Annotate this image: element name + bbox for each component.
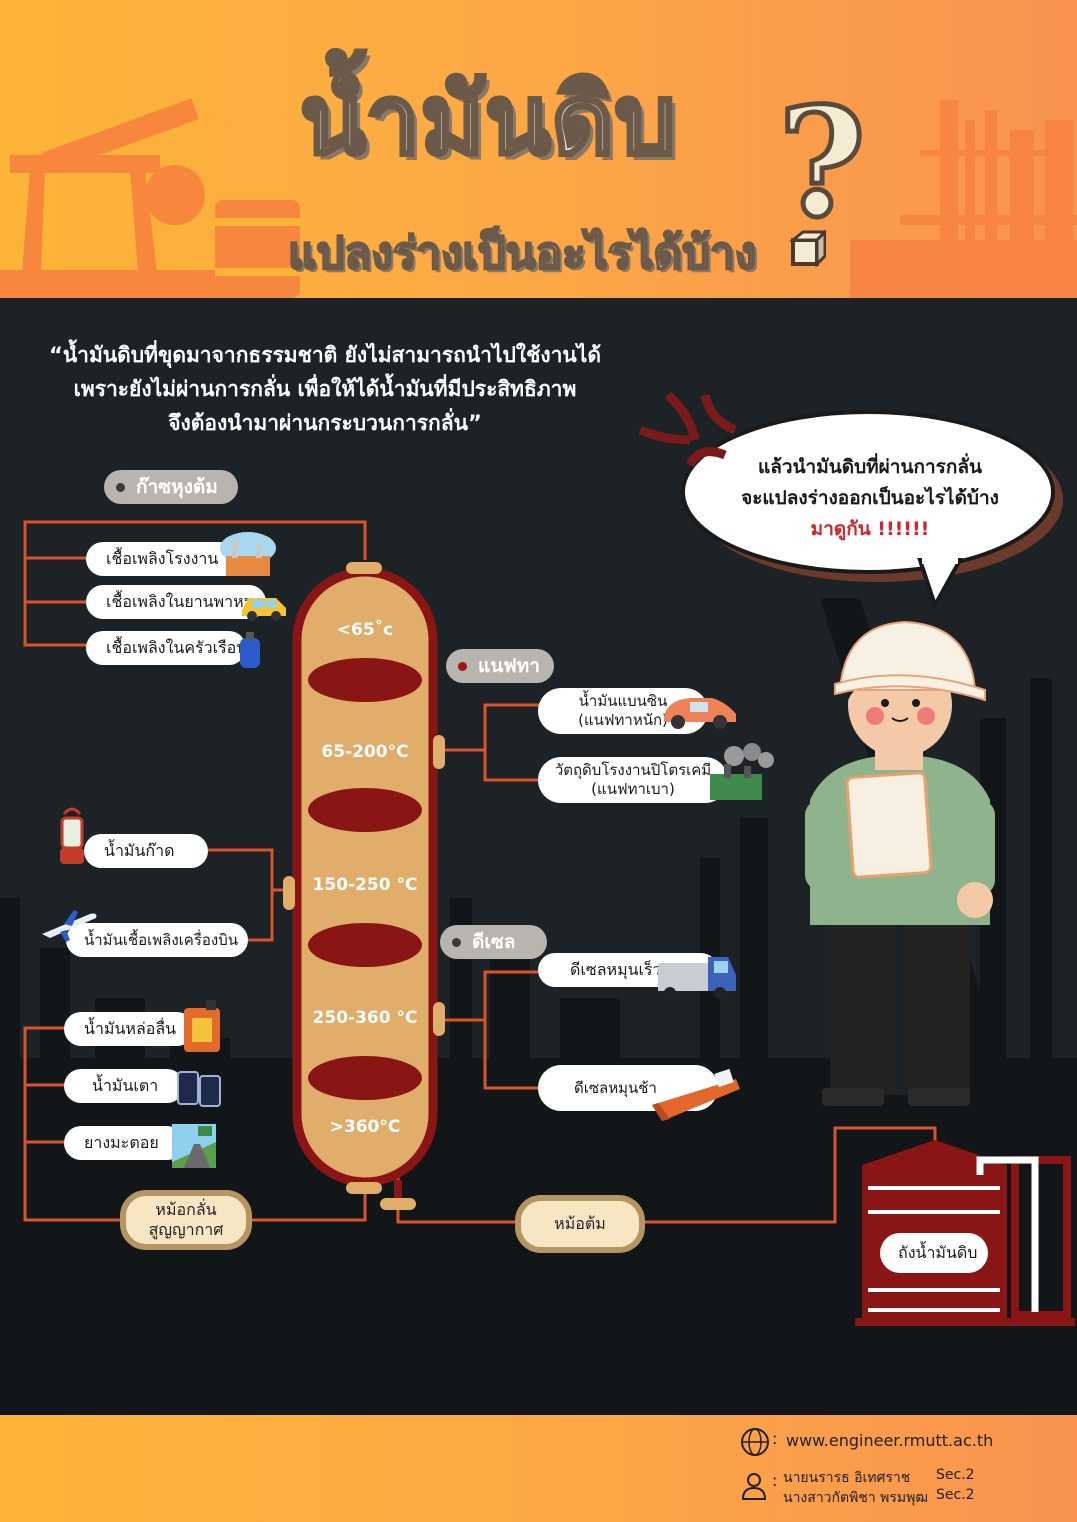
website-link[interactable]: www.engineer.rmutt.ac.th — [786, 1431, 994, 1450]
author-sec-2: Sec.2 — [936, 1487, 975, 1503]
product-petrochemical-line1: วัตถุดิบโรงงานปิโตรเคมี — [554, 761, 712, 779]
bullet-icon — [116, 483, 125, 492]
product-petrochemical-feedstock: วัตถุดิบโรงงานปิโตรเคมี (แนฟทาเบา) — [538, 757, 728, 803]
distillation-column — [283, 562, 445, 1210]
product-kerosene: น้ำมันก๊าด — [84, 834, 208, 868]
quote-line-2: เพราะยังไม่ผ่านการกลั่น เพื่อให้ได้น้ำมั… — [73, 377, 577, 401]
truck-icon — [658, 957, 736, 999]
engineer-character — [805, 620, 995, 1106]
group-label-text: ดีเซล — [472, 931, 516, 953]
sedan-icon — [664, 698, 736, 729]
product-lubricating-oil: น้ำมันหล่อลื่น — [64, 1012, 194, 1046]
globe-icon — [741, 1428, 769, 1456]
oil-industry-silhouette — [0, 98, 1077, 298]
car-icon — [242, 598, 286, 621]
quote-line-1: “น้ำมันดิบที่ขุดมาจากธรรมชาติ ยังไม่สามา… — [49, 343, 601, 367]
author-name-1: นายนรารธ อิเทศราช — [783, 1470, 911, 1486]
product-benzine-line2: (แนฟทาหนัก) — [578, 711, 668, 729]
temp-label-1: <65˚c — [336, 620, 394, 640]
cargo-ship-icon — [652, 1068, 740, 1121]
page-subtitle: แปลงร่างเป็นอะไรได้บ้าง — [287, 227, 757, 280]
question-mark: ? — [776, 75, 869, 251]
product-fuel-oil: น้ำมันเตา — [64, 1069, 184, 1103]
group-label-naphtha: แนฟทา — [446, 649, 554, 683]
group-label-text: ก๊าซหุงต้ม — [136, 476, 218, 498]
speech-line-3: มาดูกัน !!!!!! — [810, 518, 930, 540]
intro-quote: “น้ำมันดิบที่ขุดมาจากธรรมชาติ ยังไม่สามา… — [20, 338, 630, 440]
author-name-2: นางสาวกัตพิชา พรมพุฒ — [783, 1490, 928, 1506]
author-sec-1: Sec.2 — [936, 1467, 975, 1483]
petrochemical-plant-icon — [710, 743, 774, 800]
vacuum-still: หม้อกลั่น สูญญากาศ — [120, 1190, 252, 1250]
group-label-lpg: ก๊าซหุงต้ม — [104, 470, 238, 504]
lantern-icon — [60, 807, 84, 864]
quote-line-3: จึงต้องนำมาผ่านกระบวนการกลั่น” — [168, 411, 482, 435]
temp-label-3: 150-250 °C — [312, 875, 418, 895]
vacuum-still-line1: หม้อกลั่น — [155, 1200, 217, 1219]
colon-glyph: : — [772, 1429, 778, 1448]
speech-bubble — [681, 410, 1063, 610]
oil-can-icon — [184, 1000, 220, 1052]
factory-icon — [220, 532, 276, 576]
road-icon — [172, 1124, 216, 1168]
group-label-text: แนฟทา — [478, 655, 540, 677]
bullet-icon — [452, 938, 461, 947]
temp-label-4: 250-360 °C — [312, 1008, 418, 1028]
airplane-icon — [42, 910, 97, 942]
temp-label-2: 65-200°C — [321, 742, 409, 762]
product-household-fuel: เชื้อเพลิงในครัวเรือน — [86, 631, 247, 665]
anger-mark-icon — [638, 391, 737, 468]
gas-cylinder-icon — [240, 632, 260, 668]
speech-line-1: แล้วนำมันดิบที่ผ่านการกลั่น — [758, 456, 982, 478]
page-title: น้ำมันดิบ — [298, 62, 678, 178]
speech-line-2: จะแปลงร่างออกเป็นอะไรได้บ้าง — [741, 487, 999, 509]
crude-oil-tank-label: ถังน้ำมันดิบ — [880, 1233, 988, 1273]
product-vehicle-fuel: เชื้อเพลิงในยานพาหนะ — [86, 585, 266, 619]
product-petrochemical-line2: (แนฟทาเบา) — [591, 780, 675, 798]
group-label-diesel: ดีเซล — [440, 925, 547, 959]
dot-icon — [788, 230, 826, 268]
oil-drums-icon — [177, 1071, 221, 1107]
temp-label-5: >360°C — [329, 1117, 401, 1137]
header-banner: น้ำมันดิบ ? แปลงร่างเป็นอะไรได้บ้าง — [0, 0, 1077, 298]
speech-bubble-text: แล้วนำมันดิบที่ผ่านการกลั่น จะแปลงร่างออ… — [700, 452, 1040, 545]
boiler: หม้อต้ม — [515, 1195, 645, 1253]
product-jet-fuel: น้ำมันเชื้อเพลิงเครื่องบิน — [66, 923, 248, 957]
bullet-icon — [458, 662, 467, 671]
footer: : www.engineer.rmutt.ac.th : นายนรารธ อิ… — [0, 1415, 1077, 1522]
vacuum-still-line2: สูญญากาศ — [148, 1220, 224, 1239]
product-benzine-line1: น้ำมันแบนซิน — [578, 692, 668, 710]
user-icon — [741, 1473, 767, 1500]
product-asphalt: ยางมะตอย — [64, 1126, 184, 1160]
colon-glyph: : — [772, 1471, 778, 1490]
